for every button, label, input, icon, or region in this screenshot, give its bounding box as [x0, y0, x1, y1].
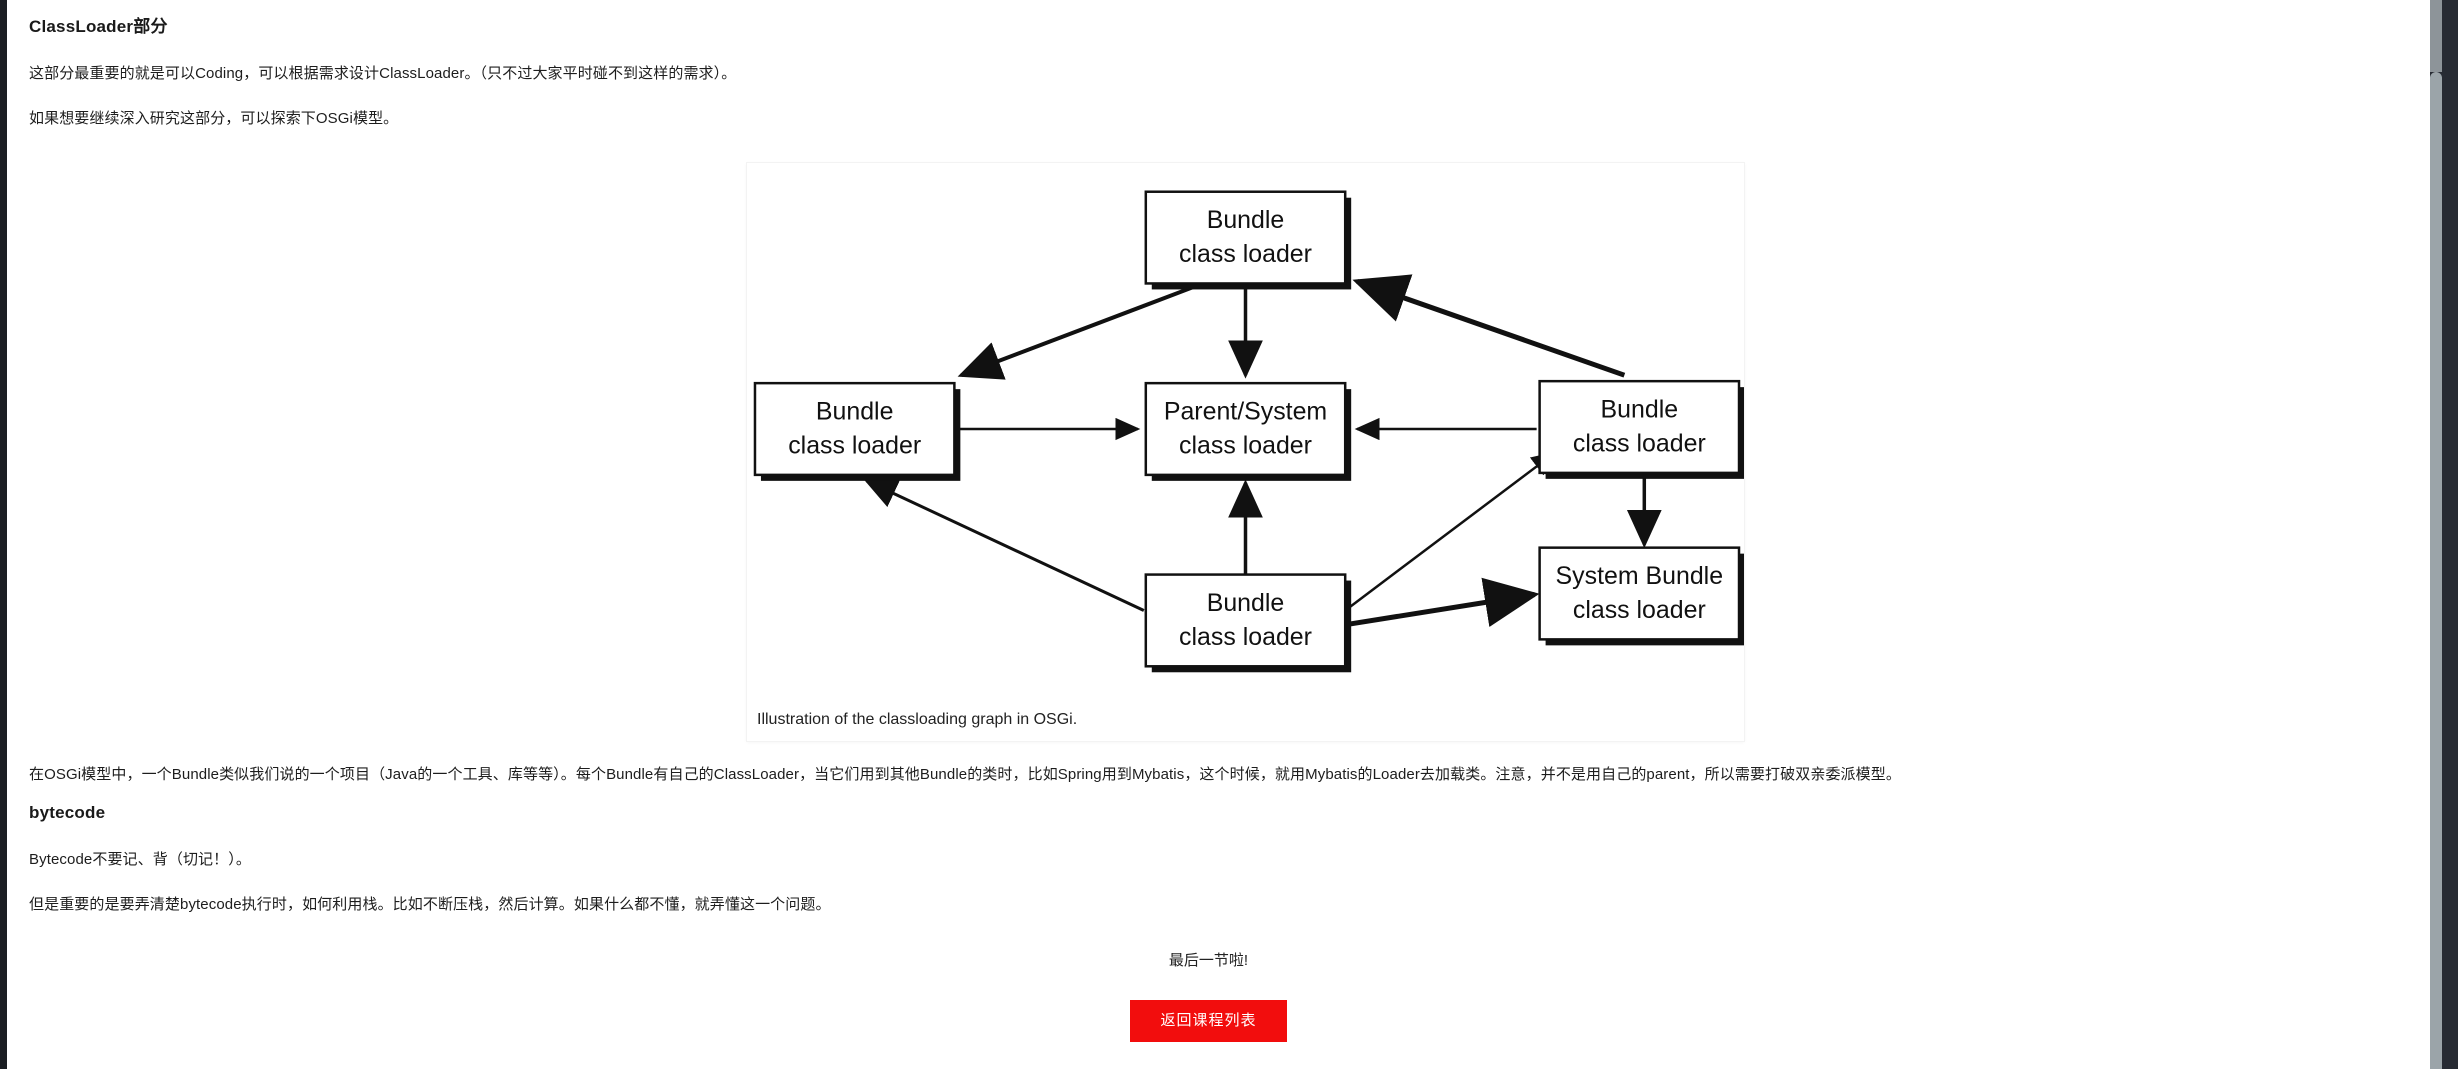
node-right-bundle-line1: Bundle [1601, 396, 1679, 424]
content-inner: ClassLoader部分 这部分最重要的就是可以Coding，可以根据需求设计… [7, 0, 2410, 1042]
node-parent-system: Parent/System class loader [1144, 381, 1352, 481]
edge-bottom-to-system [1346, 577, 1540, 627]
paragraph-osgi-explanation: 在OSGi模型中，一个Bundle类似我们说的一个项目（Java的一个工具、库等… [29, 766, 1901, 783]
node-top-bundle-line1: Bundle [1207, 206, 1285, 234]
node-top-bundle-line2: class loader [1179, 240, 1312, 268]
edge-bottom-to-left [863, 479, 1145, 612]
node-parent-system-line1: Parent/System [1164, 398, 1327, 426]
paragraph-bytecode-2: 但是重要的是要弄清楚bytecode执行时，如何利用栈。比如不断压栈，然后计算。… [29, 896, 831, 913]
figure-wrapper: Bundle class loader Bundle class loader [29, 163, 2388, 741]
node-left-bundle-line1: Bundle [816, 398, 894, 426]
diagram-edges [863, 274, 1662, 627]
footer-note: 最后一节啦! [1168, 952, 1249, 970]
paragraph-osgi: 如果想要继续深入研究这部分，可以探索下OSGi模型。 [29, 109, 399, 127]
bytecode-section-title: bytecode [29, 803, 106, 823]
node-system-bundle-line2: class loader [1573, 596, 1706, 624]
figure-caption: Illustration of the classloading graph i… [757, 711, 1078, 728]
node-system-bundle-line1: System Bundle [1556, 562, 1724, 590]
node-system-bundle: System Bundle class loader [1538, 546, 1744, 646]
page-content: ClassLoader部分 这部分最重要的就是可以Coding，可以根据需求设计… [7, 0, 2410, 1069]
paragraph-coding: 这部分最重要的就是可以Coding，可以根据需求设计ClassLoader。（只… [29, 64, 737, 82]
node-bottom-bundle: Bundle class loader [1144, 573, 1352, 673]
node-right-bundle: Bundle class loader [1538, 379, 1744, 479]
vertical-scrollbar-thumb[interactable] [2430, 72, 2442, 1069]
back-to-course-list-button[interactable]: 返回课程列表 [1130, 999, 1287, 1042]
osgi-classloading-diagram: Bundle class loader Bundle class loader [753, 190, 1744, 673]
osgi-classloading-figure: Bundle class loader Bundle class loader [747, 163, 1744, 741]
node-bottom-bundle-line1: Bundle [1207, 589, 1285, 617]
node-left-bundle: Bundle class loader [753, 381, 961, 481]
edge-top-to-left [957, 283, 1199, 380]
node-top-bundle: Bundle class loader [1144, 190, 1352, 290]
edge-right-to-top [1352, 274, 1626, 378]
vertical-scrollbar-thumb-cap[interactable] [2430, 0, 2442, 72]
diagram-nodes: Bundle class loader Bundle class loader [753, 190, 1744, 673]
edge-bottom-to-right [1344, 451, 1557, 612]
left-edge-rail [0, 0, 7, 1069]
page-title: ClassLoader部分 [29, 17, 168, 36]
page-footer: 最后一节啦! 返回课程列表 [29, 916, 2388, 1042]
paragraph-bytecode-1: Bytecode不要记、背（切记！）。 [29, 850, 251, 868]
node-right-bundle-line2: class loader [1573, 430, 1706, 458]
node-parent-system-line2: class loader [1179, 432, 1312, 460]
node-left-bundle-line2: class loader [788, 432, 921, 460]
node-bottom-bundle-line2: class loader [1179, 623, 1312, 651]
